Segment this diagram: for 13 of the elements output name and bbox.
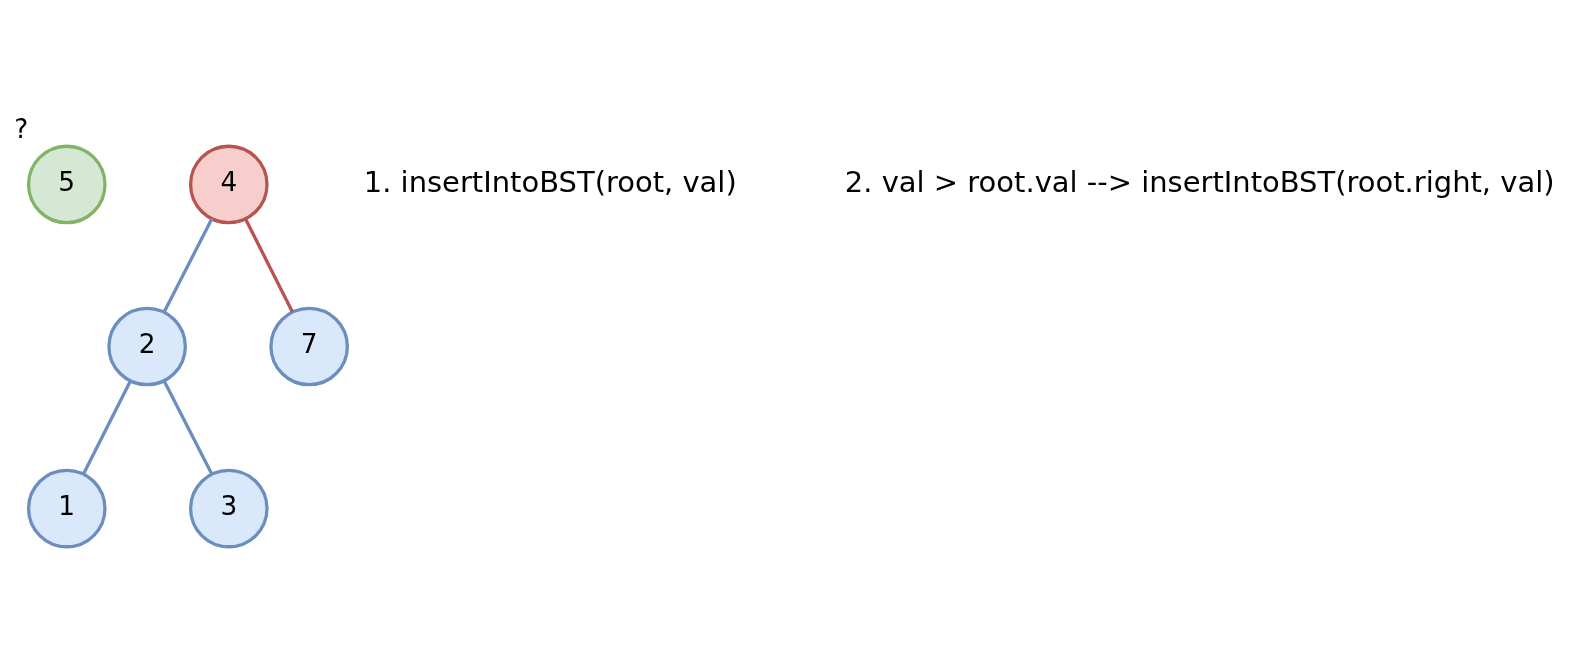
node-label: ? <box>14 114 29 145</box>
node-circle: 3 <box>188 468 269 549</box>
connector <box>162 380 214 475</box>
connector <box>244 218 294 313</box>
node-circle: 2 <box>107 306 187 387</box>
node-circle: 4 <box>188 144 269 225</box>
label: 2. val > root.val --> insertIntoBST(root.right, val) <box>844 164 1555 199</box>
label: 1. insertIntoBST(root, val) <box>363 164 737 199</box>
node-circle: 5 <box>26 144 107 225</box>
connector <box>162 218 214 313</box>
node-circle: 7 <box>269 306 349 387</box>
connector <box>82 380 132 475</box>
node-circle: 1 <box>26 468 107 549</box>
